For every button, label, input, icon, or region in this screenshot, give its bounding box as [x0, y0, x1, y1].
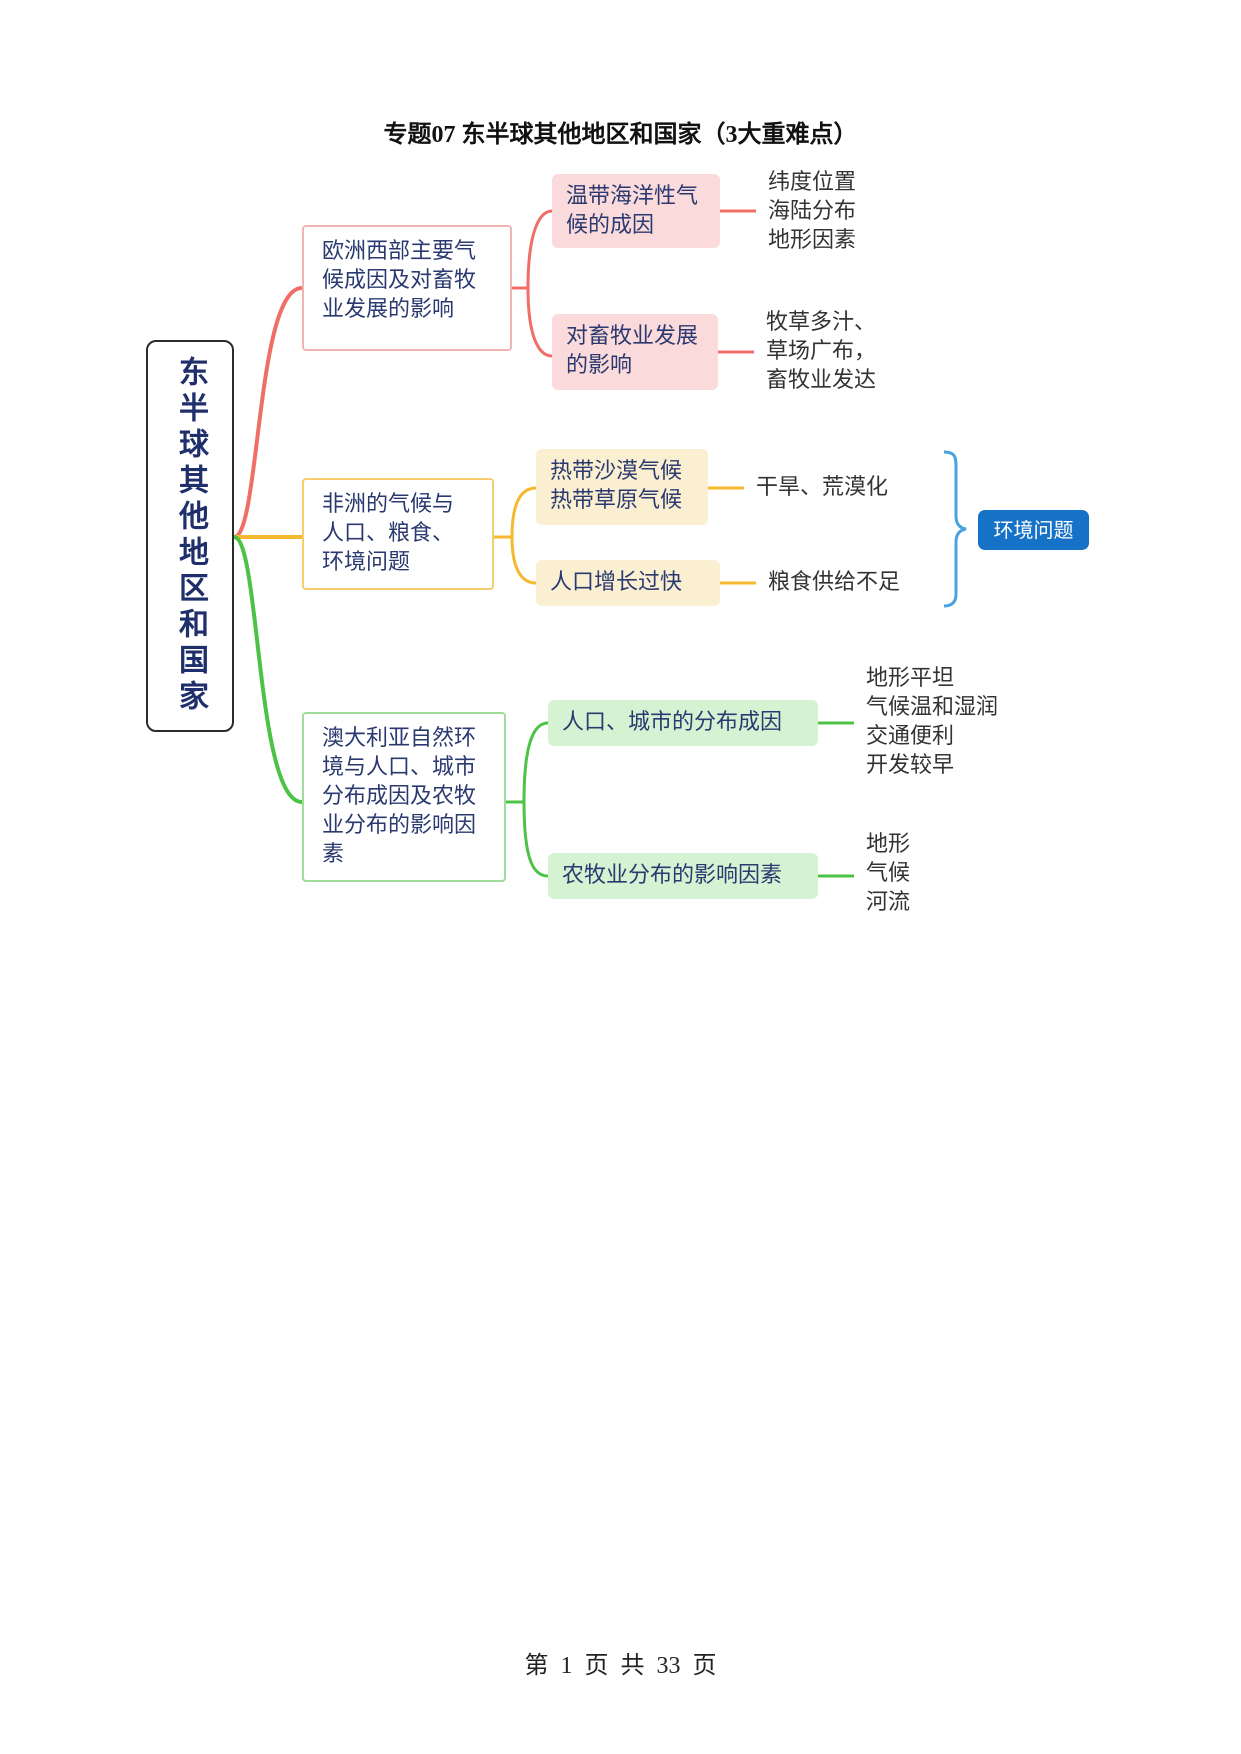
- europe-child-climate-cause-label: 温带海洋性气候的成因: [566, 184, 699, 238]
- africa-child-population-label: 人口增长过快: [550, 570, 683, 595]
- africa-child-climate-label: 热带沙漠气候热带草原气候: [550, 459, 683, 513]
- root-node: 东半球其他地区和国家: [146, 340, 234, 732]
- leaf-item: 地形因素: [768, 228, 857, 253]
- leaf-item: 地形平坦: [866, 666, 955, 691]
- leaf-item: 开发较早: [866, 753, 955, 778]
- connector-root-australia: [233, 535, 303, 804]
- australia-agriculture-factors: 地形 气候 河流: [866, 830, 910, 917]
- australia-city-factors: 地形平坦 气候温和湿润 交通便利 开发较早: [866, 664, 998, 780]
- australia-child-population-cities: 人口、城市的分布成因: [548, 700, 818, 746]
- branch-europe-node: 欧洲西部主要气候成因及对畜牧业发展的影响: [302, 225, 512, 351]
- leaf-item: 海陆分布: [768, 199, 857, 224]
- leaf-item: 粮食供给不足: [768, 570, 901, 595]
- leaf-item: 气候温和湿润: [866, 695, 999, 720]
- footer-page-number: 1: [560, 1653, 573, 1679]
- europe-livestock-effects: 牧草多汁、 草场广布， 畜牧业发达: [766, 308, 876, 395]
- connector-africa-bracket: [494, 486, 537, 585]
- branch-africa-node: 非洲的气候与人口、粮食、环境问题: [302, 478, 494, 590]
- leaf-item: 气候: [866, 861, 911, 886]
- africa-child-climate: 热带沙漠气候热带草原气候: [536, 449, 708, 525]
- connector-europe-bracket: [512, 209, 553, 358]
- footer-page-word: 页: [584, 1653, 609, 1679]
- branch-europe-label: 欧洲西部主要气候成因及对畜牧业发展的影响: [322, 239, 477, 322]
- root-label: 东半球其他地区和国家: [173, 356, 208, 716]
- page-title: 专题07 东半球其他地区和国家（3大重难点）: [383, 122, 858, 148]
- branch-australia-node: 澳大利亚自然环境与人口、城市分布成因及农牧业分布的影响因素: [302, 712, 506, 882]
- branch-africa-label: 非洲的气候与人口、粮食、环境问题: [322, 492, 455, 575]
- footer-total-word: 共: [620, 1653, 645, 1679]
- leaf-item: 纬度位置: [768, 170, 857, 195]
- leaf-item: 干旱、荒漠化: [756, 475, 889, 500]
- africa-drought: 干旱、荒漠化: [756, 473, 888, 502]
- leaf-item: 牧草多汁、: [766, 310, 877, 335]
- leaf-item: 河流: [866, 890, 911, 915]
- europe-child-livestock-impact: 对畜牧业发展的影响: [552, 314, 718, 390]
- africa-child-population: 人口增长过快: [536, 560, 720, 606]
- australia-child-population-cities-label: 人口、城市的分布成因: [562, 710, 783, 735]
- leaf-item: 交通便利: [866, 724, 955, 749]
- leaf-item: 草场广布，: [766, 339, 877, 364]
- leaf-item: 畜牧业发达: [766, 368, 877, 393]
- footer-total-pages: 33: [656, 1653, 681, 1679]
- branch-australia-label: 澳大利亚自然环境与人口、城市分布成因及农牧业分布的影响因素: [322, 726, 477, 867]
- footer-prefix: 第: [524, 1653, 549, 1679]
- europe-climate-factors: 纬度位置 海陆分布 地形因素: [768, 168, 856, 255]
- summary-brace: [943, 450, 967, 608]
- leaf-item: 地形: [866, 832, 911, 857]
- connector-australia-bracket: [506, 721, 549, 878]
- australia-child-agriculture-label: 农牧业分布的影响因素: [562, 863, 783, 888]
- europe-child-livestock-impact-label: 对畜牧业发展的影响: [566, 324, 699, 378]
- environment-issue-badge: 环境问题: [978, 510, 1089, 550]
- footer-suffix: 页: [692, 1653, 717, 1679]
- connector-root-europe: [233, 286, 303, 539]
- australia-child-agriculture: 农牧业分布的影响因素: [548, 853, 818, 899]
- europe-child-climate-cause: 温带海洋性气候的成因: [552, 174, 720, 248]
- africa-food-shortage: 粮食供给不足: [768, 568, 900, 597]
